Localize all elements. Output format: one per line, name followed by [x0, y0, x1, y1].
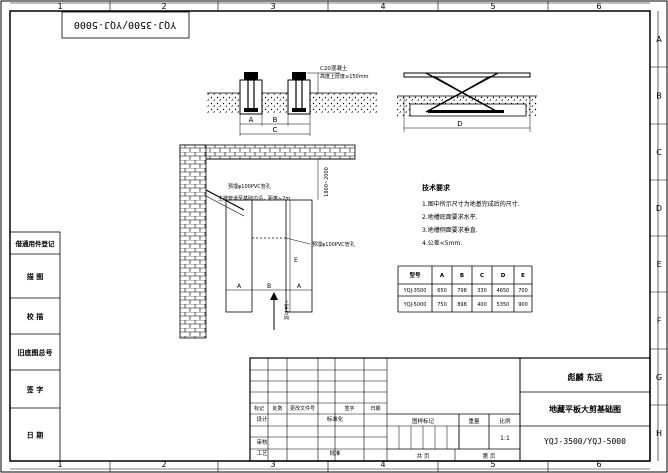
row-label-A: A: [656, 35, 662, 44]
col-label-top-5: 5: [490, 2, 495, 11]
table-cell: 798: [457, 288, 467, 294]
header-model-box: [61, 11, 190, 39]
table-header-2: B: [460, 273, 464, 279]
role-review: 审核: [256, 438, 268, 446]
technical-requirements: 技术要求 1.图中所示尺寸为地基完成后的尺寸. 2.地槽底面要求水平. 3.地槽…: [422, 183, 520, 247]
left-panel-label-0: 借通用件登记: [15, 239, 56, 248]
foundation-elevation: A B C C20混凝土 高度上厚度≥150mm: [207, 64, 377, 136]
col-label-top-2: 2: [161, 2, 166, 11]
table-cell: 400: [477, 302, 487, 308]
left-panel-label-2: 校 描: [27, 312, 43, 321]
svg-text:B: B: [273, 116, 278, 124]
rev-header-0: 标记: [254, 405, 264, 412]
role-standard: 标准化: [327, 415, 344, 423]
table-cell: 4650: [497, 288, 510, 294]
row-label-B: B: [656, 92, 662, 101]
table-header-1: A: [440, 273, 445, 279]
scale-label: 比例: [499, 417, 511, 425]
requirements-title: 技术要求: [422, 183, 451, 192]
col-label-top-4: 4: [380, 2, 385, 11]
role-approve: 批准: [329, 449, 341, 457]
table-cell: 700: [518, 288, 528, 294]
table-cell: 330: [477, 288, 487, 294]
col-label-bottom-3: 3: [270, 460, 275, 469]
pipe-label-2: 主排管道至基础边沿，距离≈2m: [218, 195, 290, 202]
table-header-5: E: [521, 273, 525, 279]
col-label-top-6: 6: [596, 2, 601, 11]
company-name: 彪麟 东远: [568, 372, 603, 382]
col-label-bottom-6: 6: [596, 460, 601, 469]
lift-side-view: D: [397, 72, 537, 132]
svg-text:D: D: [457, 120, 462, 128]
svg-text:A: A: [297, 283, 302, 290]
sheets-total: 共 页: [417, 452, 430, 460]
row-label-D: D: [656, 204, 662, 213]
svg-text:B: B: [267, 283, 271, 290]
svg-text:A: A: [237, 283, 242, 290]
rev-header-2: 更改文件号: [290, 405, 315, 412]
requirement-4: 4.公差<5mm.: [422, 239, 462, 247]
row-label-H: H: [656, 429, 662, 438]
rev-header-4: 日期: [370, 406, 380, 412]
table-cell: YQJ-3500: [403, 288, 427, 294]
col-label-bottom-1: 1: [57, 460, 62, 469]
left-panel-label-3: 旧底图总号: [18, 348, 53, 357]
drawing-number: YQJ-3500/YQJ-5000: [544, 437, 626, 446]
row-label-F: F: [657, 317, 662, 326]
svg-text:C: C: [273, 126, 278, 134]
col-label-top-1: 1: [57, 2, 62, 11]
left-panel-label-1: 描 图: [27, 272, 43, 281]
direction-label: 上车方向: [283, 299, 289, 320]
row-label-E: E: [656, 260, 661, 269]
rev-header-1: 处数: [272, 405, 282, 412]
pipe-label-3: 预埋φ100PVC管孔: [312, 241, 355, 248]
table-header-4: D: [501, 273, 506, 279]
row-label-C: C: [656, 148, 662, 157]
pipe-label-1: 预埋φ100PVC管孔: [228, 183, 271, 190]
foundation-plan: 预埋φ100PVC管孔 主排管道至基础边沿，距离≈2m 预埋φ100PVC管孔 …: [179, 144, 356, 339]
drawing-name: 地藏平板大剪基础图: [549, 404, 621, 414]
table-header-0: 型号: [409, 271, 421, 279]
stage-mark-label: 图样标记: [412, 417, 435, 425]
header-model: YQJ-3500/YQJ-5000: [74, 19, 176, 30]
requirement-1: 1.图中所示尺寸为地基完成后的尺寸.: [422, 200, 520, 208]
scale-value: 1:1: [500, 435, 510, 442]
svg-text:A: A: [249, 116, 254, 124]
table-cell: 650: [437, 288, 447, 294]
left-panel-label-5: 日 期: [27, 431, 43, 440]
requirement-2: 2.地槽底面要求水平.: [422, 213, 478, 221]
col-label-top-3: 3: [270, 2, 275, 11]
table-cell: 898: [457, 302, 467, 308]
c20-sub: 高度上厚度≥150mm: [320, 73, 369, 80]
requirement-3: 3.地槽侧面要求垂直.: [422, 226, 478, 234]
dim-vertical: 1800~2000: [324, 167, 330, 197]
col-label-bottom-5: 5: [490, 460, 495, 469]
svg-text:E: E: [294, 257, 298, 264]
table-cell: 900: [518, 302, 528, 308]
role-process: 工艺: [256, 450, 268, 457]
left-panel: [9, 231, 61, 462]
c20-label: C20混凝土: [320, 64, 348, 72]
row-label-G: G: [656, 373, 662, 382]
rev-header-3: 签字: [344, 405, 354, 412]
sheet-number: 第 页: [483, 452, 496, 460]
left-panel-label-4: 签 字: [26, 385, 43, 394]
role-design: 设计: [256, 415, 268, 423]
table-header-3: C: [480, 273, 484, 279]
col-label-bottom-2: 2: [161, 460, 166, 469]
weight-label: 重量: [468, 417, 480, 425]
col-label-bottom-4: 4: [380, 460, 385, 469]
table-cell: 5350: [497, 302, 510, 308]
table-cell: YQJ-5000: [403, 302, 427, 308]
table-cell: 750: [437, 302, 447, 308]
